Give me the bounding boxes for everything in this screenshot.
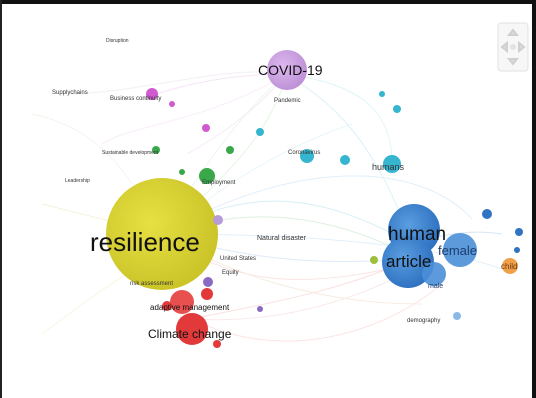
- node-adaptive-management[interactable]: [170, 290, 194, 314]
- node-cyan-small-3[interactable]: [379, 91, 385, 97]
- label-female[interactable]: female: [438, 243, 477, 258]
- node-red-small-3[interactable]: [213, 340, 221, 348]
- node-blue-small-3[interactable]: [514, 247, 520, 253]
- node-article[interactable]: [382, 236, 434, 288]
- label-covid19[interactable]: COVID-19: [258, 62, 323, 78]
- node-purple-small-1[interactable]: [213, 215, 223, 225]
- label-natural-disaster[interactable]: Natural disaster: [257, 235, 307, 242]
- node-humans[interactable]: [383, 155, 401, 173]
- pan-arrows-icon[interactable]: [500, 28, 526, 66]
- label-supplychains[interactable]: Supplychains: [52, 90, 88, 96]
- label-humans[interactable]: humans: [372, 162, 405, 172]
- label-adaptive-management[interactable]: adaptive management: [150, 303, 230, 312]
- window-border-right: [532, 0, 536, 398]
- label-leadership[interactable]: Leadership: [65, 178, 90, 184]
- node-magenta-2[interactable]: [202, 124, 210, 132]
- link-edges: [31, 71, 503, 342]
- node-green-1[interactable]: [199, 168, 215, 184]
- node-cyan-small-4[interactable]: [256, 128, 264, 136]
- label-coronavirus[interactable]: Coronavirus: [288, 150, 320, 156]
- label-human[interactable]: human: [388, 224, 446, 245]
- label-united-states[interactable]: United States: [220, 256, 256, 262]
- node-olive-small[interactable]: [370, 256, 378, 264]
- node-purple-small-2[interactable]: [203, 277, 213, 287]
- node-resilience[interactable]: [106, 178, 218, 290]
- label-disruption[interactable]: Disruption: [106, 38, 129, 44]
- node-male[interactable]: [422, 262, 446, 286]
- node-covid19[interactable]: [267, 50, 307, 90]
- label-sustainable-development[interactable]: Sustainable development: [102, 150, 159, 156]
- label-equity[interactable]: Equity: [222, 270, 239, 276]
- node-coronavirus[interactable]: [300, 149, 314, 163]
- node-climate-change[interactable]: [176, 313, 208, 345]
- term-nodes: [106, 50, 523, 348]
- window-border-top: [0, 0, 536, 4]
- node-female[interactable]: [443, 233, 477, 267]
- node-purple-small-3[interactable]: [257, 306, 263, 312]
- node-red-small-1[interactable]: [201, 288, 213, 300]
- term-labels: resilience COVID-19 human article female…: [52, 38, 517, 341]
- window-border-left: [0, 0, 2, 398]
- label-demography[interactable]: demography: [407, 318, 440, 324]
- node-blue-small-4[interactable]: [453, 312, 461, 320]
- label-pandemic[interactable]: Pandemic: [274, 98, 301, 104]
- zoom-navigation-control[interactable]: [497, 22, 529, 72]
- label-employment[interactable]: Employment: [202, 180, 236, 186]
- label-male[interactable]: male: [428, 283, 443, 290]
- label-risk-assessment[interactable]: risk assessment: [130, 281, 173, 287]
- node-green-3[interactable]: [226, 146, 234, 154]
- label-resilience[interactable]: resilience: [90, 227, 200, 257]
- node-magenta-1[interactable]: [146, 88, 158, 100]
- label-child[interactable]: child: [501, 262, 517, 271]
- node-red-small-2[interactable]: [162, 301, 172, 311]
- node-blue-small-1[interactable]: [482, 209, 492, 219]
- label-business-continuity[interactable]: Business continuity: [110, 96, 161, 102]
- node-magenta-3[interactable]: [169, 101, 175, 107]
- keyword-cooccurrence-map[interactable]: resilience COVID-19 human article female…: [2, 4, 532, 398]
- label-climate-change[interactable]: Climate change: [148, 327, 232, 341]
- node-green-4[interactable]: [179, 169, 185, 175]
- node-green-2[interactable]: [152, 146, 160, 154]
- node-blue-small-2[interactable]: [515, 228, 523, 236]
- node-cyan-small-1[interactable]: [340, 155, 350, 165]
- label-article[interactable]: article: [386, 252, 431, 271]
- node-cyan-small-2[interactable]: [393, 105, 401, 113]
- node-child[interactable]: [502, 258, 518, 274]
